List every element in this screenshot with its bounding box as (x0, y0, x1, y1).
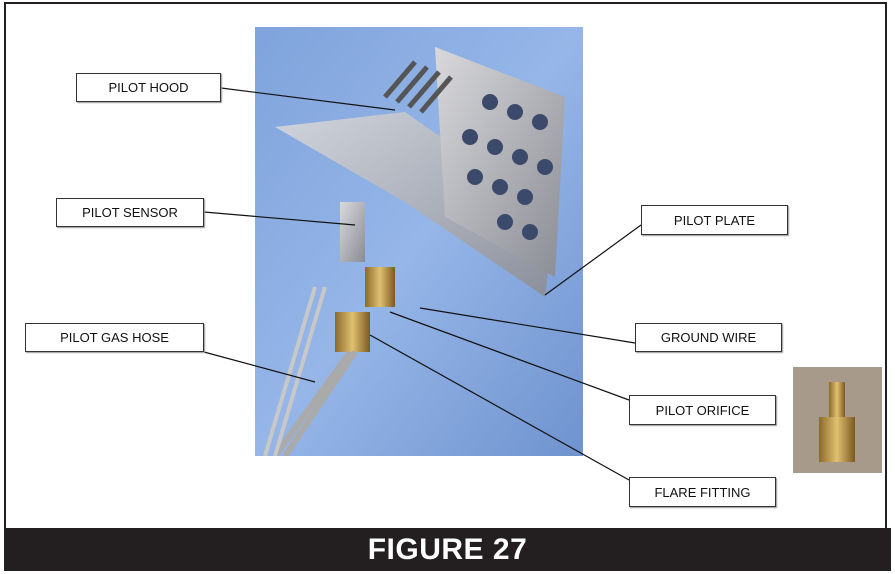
label-flare-fitting: FLARE FITTING (629, 477, 776, 507)
label-pilot-orifice: PILOT ORIFICE (629, 395, 776, 425)
label-pilot-hood: PILOT HOOD (76, 73, 221, 102)
label-ground-wire: GROUND WIRE (635, 323, 782, 352)
figure-frame (4, 2, 887, 570)
label-pilot-sensor: PILOT SENSOR (56, 198, 204, 227)
label-pilot-gas-hose: PILOT GAS HOSE (25, 323, 204, 352)
pilot-orifice-photo (793, 367, 882, 473)
figure-caption: FIGURE 27 (4, 528, 891, 571)
pilot-assembly-photo (255, 27, 583, 456)
label-pilot-plate: PILOT PLATE (641, 205, 788, 235)
